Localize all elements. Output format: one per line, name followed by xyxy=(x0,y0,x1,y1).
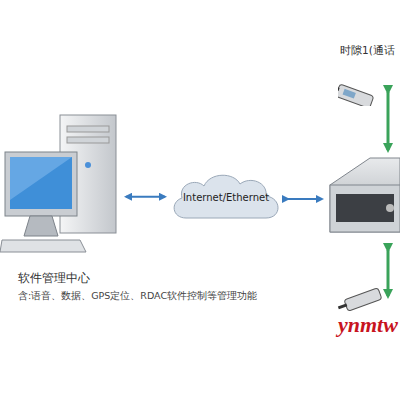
link-arrow xyxy=(288,198,322,200)
link-arrow xyxy=(126,196,165,198)
radio-link-arrow xyxy=(387,250,390,296)
node-title: Internet/Ethernet xyxy=(168,192,284,203)
node-title: 时隙1(通话 xyxy=(340,44,395,58)
repeater-server xyxy=(330,158,400,232)
network-cloud: Internet/Ethernet xyxy=(168,170,284,228)
computer-illustration xyxy=(0,115,116,252)
radio-node: 时隙1(通话 xyxy=(338,44,400,106)
radio-handset xyxy=(336,288,381,314)
radio-link-arrow xyxy=(387,92,390,150)
node-description: 含:语音、数据、GPS定位、RDAC软件控制等管理功能 xyxy=(18,290,257,303)
node-title: 软件管理中心 xyxy=(18,270,90,287)
computer-node: 软件管理中心含:语音、数据、GPS定位、RDAC软件控制等管理功能 xyxy=(0,112,122,257)
watermark: ynmtw xyxy=(338,312,398,338)
